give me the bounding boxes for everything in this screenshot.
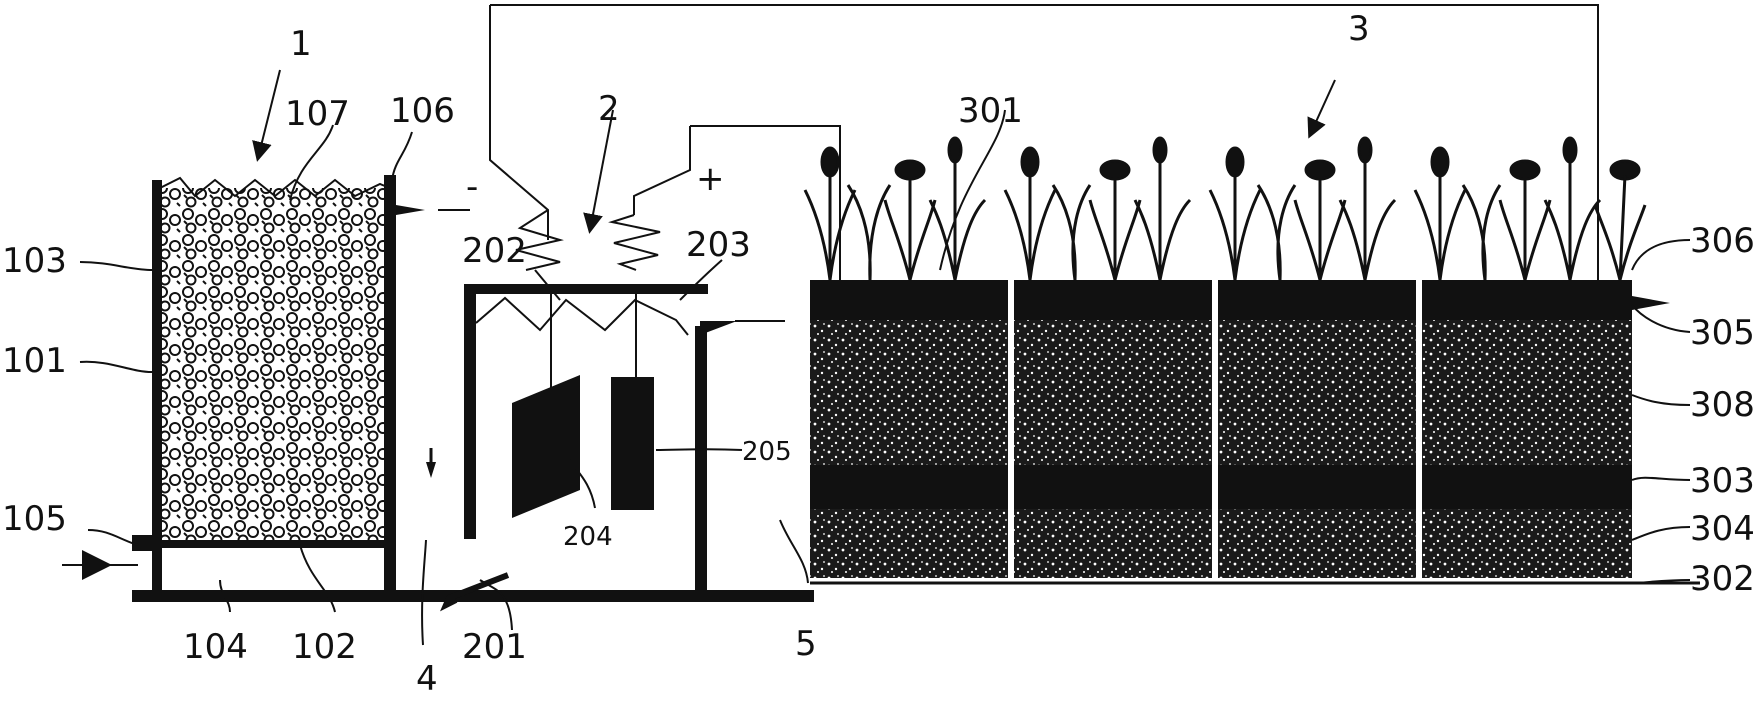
label-101: 101 (2, 341, 67, 381)
media-top-surface (159, 176, 391, 198)
negative-lead (489, 5, 549, 240)
inlet-arrow-icon (82, 550, 112, 580)
label-106: 106 (390, 91, 455, 131)
label-5: 5 (795, 624, 817, 664)
leader-202 (534, 269, 561, 301)
label-306: 306 (1690, 221, 1755, 261)
leader-5 (779, 519, 809, 584)
leader-105 (87, 529, 139, 546)
cell-outlet-arrow-icon (700, 321, 737, 335)
label-104: 104 (183, 627, 248, 667)
tank-right-wall (384, 175, 396, 600)
filter-tank-unit (62, 175, 814, 602)
plant-cluster (803, 136, 987, 281)
leader-201 (479, 579, 513, 631)
wetland-outlet-arrow-icon (1632, 296, 1670, 310)
label-103: 103 (2, 241, 67, 281)
leader-106 (391, 131, 413, 181)
water-level-line (475, 296, 689, 336)
label-308: 308 (1690, 385, 1755, 425)
label-105: 105 (2, 499, 67, 539)
plant-cluster (1208, 136, 1397, 281)
leader-302 (1631, 579, 1691, 584)
label-302: 302 (1690, 559, 1755, 599)
tank-left-wall (152, 180, 162, 600)
label-303: 303 (1690, 461, 1755, 501)
resistor-positive (608, 214, 661, 271)
electrolysis-unit (426, 284, 785, 612)
label-203: 203 (686, 225, 751, 265)
electrode-204 (512, 375, 580, 518)
label-301: 301 (958, 91, 1023, 131)
leader-203 (679, 259, 723, 301)
divider-3 (1416, 280, 1422, 580)
label-201: 201 (462, 627, 527, 667)
cell-left-wall (464, 284, 476, 539)
filter-media (160, 188, 390, 540)
inlet-fitting (132, 535, 158, 551)
label-202: 202 (462, 231, 527, 271)
label-4: 4 (416, 659, 438, 699)
electrode-205 (611, 377, 654, 510)
top-cover-305 (810, 280, 1632, 320)
leader-205 (655, 448, 743, 451)
leader-4 (421, 539, 427, 646)
power-wiring (489, 4, 1599, 300)
label-3: 3 (1348, 9, 1370, 49)
divider-1 (1008, 280, 1014, 580)
pointer-3 (1307, 79, 1336, 139)
label-305: 305 (1690, 313, 1755, 353)
label-204: 204 (563, 522, 613, 552)
leader-102 (299, 544, 336, 613)
leader-301 (939, 109, 1006, 271)
outlet-arrow-icon (396, 205, 425, 215)
label-304: 304 (1690, 509, 1755, 549)
plants-row (803, 136, 1647, 281)
plant-cluster (1413, 136, 1647, 281)
lower-media-304 (810, 509, 1632, 578)
leader-308 (1631, 394, 1691, 406)
middle-layer-303 (810, 465, 1632, 509)
cell-inlet-elbow (440, 572, 510, 612)
leader-304 (1631, 526, 1691, 541)
pointer-1 (252, 69, 281, 162)
label-102: 102 (292, 627, 357, 667)
leader-204 (569, 459, 596, 509)
upper-media-308 (810, 320, 1632, 465)
label-1: 1 (290, 24, 312, 64)
leader-306 (1631, 239, 1691, 271)
positive-lead (633, 126, 691, 215)
pointer-2 (583, 109, 614, 234)
wetland-unit (810, 280, 1700, 585)
plant-cluster (1003, 136, 1192, 281)
label-minus: - (466, 167, 478, 207)
leader-104 (219, 579, 231, 613)
leader-101 (79, 360, 153, 373)
cell-top-bar (464, 284, 708, 294)
label-107: 107 (285, 94, 350, 134)
label-2: 2 (598, 89, 620, 129)
label-plus: + (696, 159, 725, 199)
label-205: 205 (742, 437, 792, 467)
cell-right-wall (695, 326, 707, 602)
resistor-negative (515, 209, 564, 271)
down-arrow-icon (426, 462, 436, 478)
leader-305 (1631, 304, 1691, 333)
support-plate (152, 540, 396, 548)
leader-103 (79, 261, 153, 271)
leader-303 (1631, 476, 1691, 481)
divider-2 (1212, 280, 1218, 580)
bottom-pipe (132, 590, 814, 602)
leader-107 (289, 124, 334, 201)
leader-lines (79, 69, 1691, 646)
reference-labels: 1 107 106 103 101 105 104 102 4 201 2 20… (2, 9, 1755, 699)
